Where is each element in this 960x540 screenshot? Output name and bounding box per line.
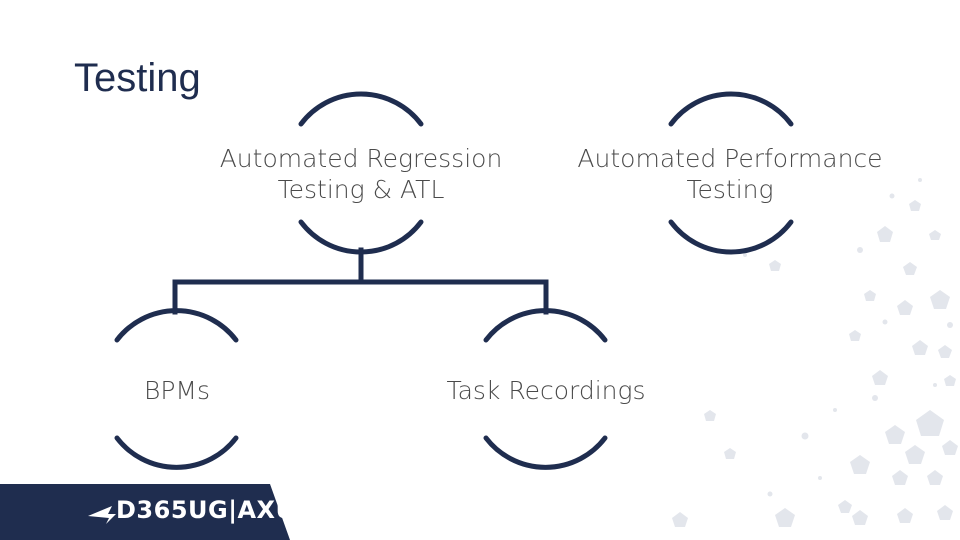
node-label-regression: Automated Regression Testing & ATL <box>219 144 503 204</box>
footer-banner <box>0 484 290 540</box>
node-bpms-arcs <box>114 308 239 470</box>
footer-logo-text: D365UG|AXUG <box>116 496 316 524</box>
node-performance-arcs <box>668 91 794 255</box>
node-regression-arcs <box>298 91 424 255</box>
node-label-task: Task Recordings <box>446 376 646 405</box>
node-task-arcs <box>483 308 608 470</box>
connector-lines <box>172 247 549 315</box>
node-label-performance: Automated Performance Testing <box>577 144 883 204</box>
decorative-pattern <box>672 178 958 527</box>
slide-title: Testing <box>74 56 201 100</box>
node-label-bpms: BPMs <box>143 376 211 405</box>
logo-mark-icon <box>88 506 116 524</box>
